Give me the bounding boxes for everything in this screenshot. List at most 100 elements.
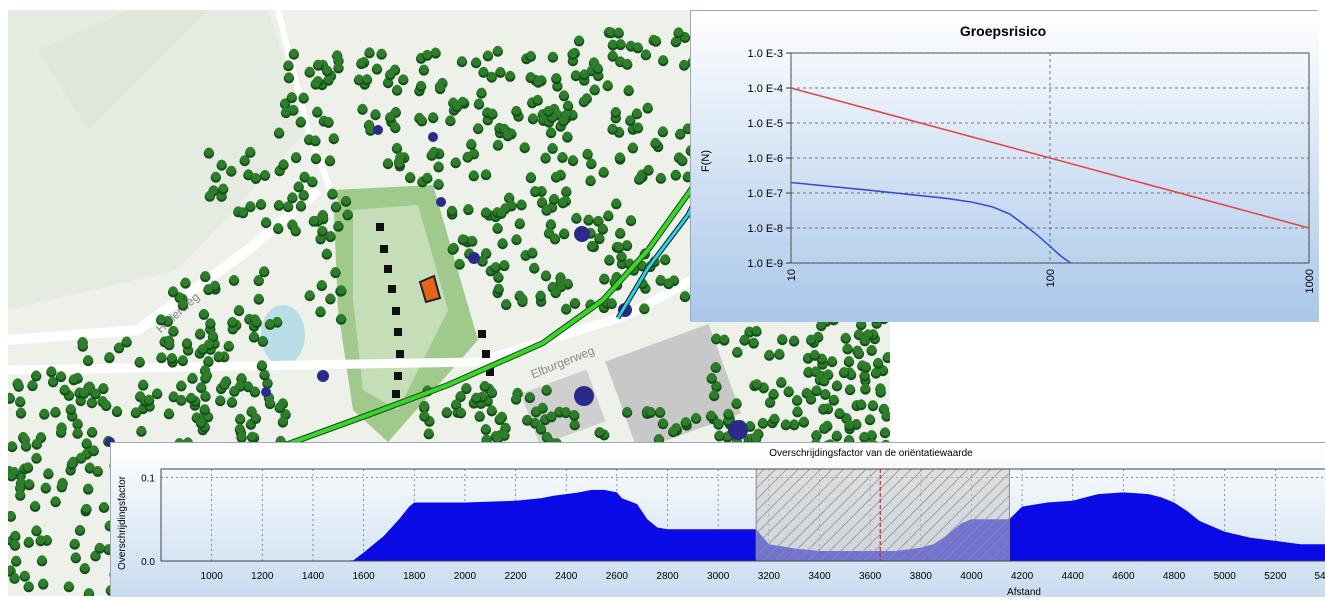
tree-marker xyxy=(265,398,275,407)
tree-marker xyxy=(416,80,426,90)
tree-marker xyxy=(420,410,429,420)
tree-marker xyxy=(71,552,81,562)
building-marker[interactable] xyxy=(428,132,438,142)
tree-marker xyxy=(883,352,893,361)
tree-marker xyxy=(580,69,589,79)
tree-marker xyxy=(341,195,351,205)
tree-marker xyxy=(311,78,321,88)
tree-marker xyxy=(615,227,625,237)
tree-marker xyxy=(201,390,210,400)
tree-marker xyxy=(10,572,19,582)
x-tick-label: 3800 xyxy=(910,571,933,582)
tree-marker xyxy=(195,328,205,338)
x-tick-label: 3000 xyxy=(707,571,730,582)
tree-marker xyxy=(512,105,521,115)
selection-range[interactable] xyxy=(755,469,1010,561)
tree-marker xyxy=(749,337,759,347)
tree-marker xyxy=(169,391,179,401)
tree-marker xyxy=(806,393,816,403)
tree-marker xyxy=(326,293,335,303)
tree-marker xyxy=(775,348,784,358)
tree-marker xyxy=(289,48,299,58)
building-marker[interactable] xyxy=(574,386,594,406)
tree-marker xyxy=(201,372,210,382)
tree-marker xyxy=(385,112,395,121)
tree-marker xyxy=(390,122,400,131)
building-footprint xyxy=(392,307,400,315)
building-marker[interactable] xyxy=(574,226,590,242)
tree-marker xyxy=(87,397,97,406)
building-markers xyxy=(105,125,748,447)
tree-marker xyxy=(590,84,600,94)
y-axis-label: Overschrijdingsfactor xyxy=(117,475,128,570)
transport-route-green[interactable] xyxy=(279,178,700,449)
tree-marker xyxy=(880,427,890,436)
tree-marker xyxy=(563,100,573,110)
tree-marker xyxy=(677,155,687,164)
building-marker[interactable] xyxy=(261,387,271,397)
tree-marker xyxy=(32,525,41,535)
tree-marker xyxy=(405,172,415,181)
tree-marker xyxy=(628,142,638,152)
tree-marker xyxy=(299,92,308,102)
tree-marker xyxy=(419,64,429,74)
tree-marker xyxy=(316,306,325,316)
tree-marker xyxy=(328,188,337,198)
building-marker[interactable] xyxy=(373,125,383,135)
tree-marker xyxy=(334,55,343,64)
risk-source-marker[interactable] xyxy=(418,274,442,304)
tree-marker xyxy=(494,271,503,281)
x-tick-label: 1000 xyxy=(201,571,224,582)
tree-marker xyxy=(651,137,660,147)
x-tick-label: 1000 xyxy=(1304,269,1316,293)
tree-marker xyxy=(362,74,372,83)
building-marker[interactable] xyxy=(468,252,480,264)
tree-marker xyxy=(278,416,288,426)
tree-marker xyxy=(16,407,26,417)
tree-marker xyxy=(499,260,509,269)
building-marker[interactable] xyxy=(728,420,748,440)
tree-marker xyxy=(608,50,618,60)
tree-marker xyxy=(451,157,461,167)
tree-marker xyxy=(845,384,855,393)
building-marker[interactable] xyxy=(317,370,329,382)
tree-marker xyxy=(284,72,294,82)
x-tick-label: 4400 xyxy=(1062,571,1085,582)
tree-marker xyxy=(31,370,41,380)
building-footprint xyxy=(396,350,404,358)
tree-marker xyxy=(505,70,515,80)
tree-marker xyxy=(237,431,247,441)
building-footprint xyxy=(394,328,402,336)
tree-marker xyxy=(709,390,719,399)
tree-marker xyxy=(561,407,571,416)
tree-marker xyxy=(829,394,839,404)
x-tick-label: 4200 xyxy=(1011,571,1034,582)
tree-marker xyxy=(288,192,297,202)
tree-marker xyxy=(844,434,854,444)
tree-marker xyxy=(48,376,58,386)
tree-marker xyxy=(464,204,473,213)
tree-marker xyxy=(87,426,97,436)
selected-range[interactable] xyxy=(756,469,1010,561)
tree-marker xyxy=(279,159,288,169)
tree-marker xyxy=(477,87,486,97)
tree-marker xyxy=(488,108,497,118)
tree-marker xyxy=(164,408,174,418)
tree-marker xyxy=(483,50,493,60)
tree-marker xyxy=(434,161,443,171)
tree-marker xyxy=(15,482,25,492)
tree-marker xyxy=(244,169,253,179)
tree-marker xyxy=(876,386,886,396)
x-tick-label: 54 xyxy=(1314,571,1325,582)
tree-marker xyxy=(569,409,579,419)
tree-marker xyxy=(776,376,786,386)
tree-marker xyxy=(259,266,269,275)
tree-marker xyxy=(144,394,154,404)
tree-marker xyxy=(311,153,321,163)
tree-marker xyxy=(706,410,716,420)
building-marker[interactable] xyxy=(436,197,446,207)
tree-marker xyxy=(198,344,208,353)
tree-marker xyxy=(164,339,174,349)
tree-marker xyxy=(841,332,851,342)
